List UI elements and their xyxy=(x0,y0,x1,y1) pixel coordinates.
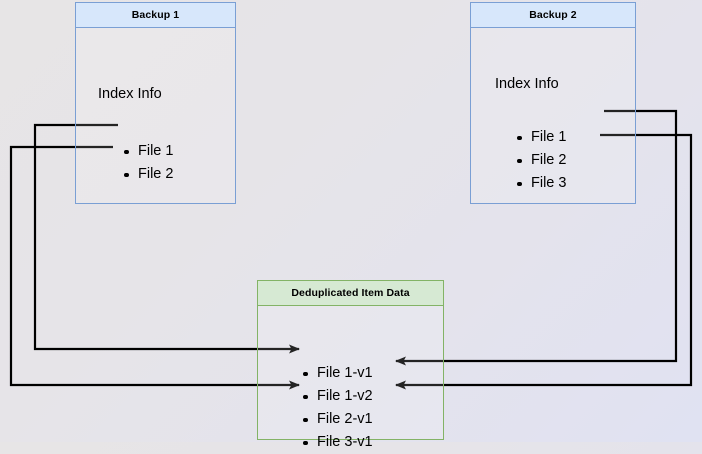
list-item: File 3-v1 xyxy=(303,431,373,454)
node-backup-1-title: Backup 1 xyxy=(76,3,235,28)
node-backup-2[interactable]: Backup 2 Index Info File 1 File 2 File 3 xyxy=(470,2,636,204)
list-item: File 2 xyxy=(517,149,566,172)
list-item: File 1-v2 xyxy=(303,385,373,408)
list-item: File 1-v1 xyxy=(303,362,373,385)
list-item: File 3 xyxy=(517,172,566,195)
file-list-deduplicated: File 1-v1 File 1-v2 File 2-v1 File 3-v1 xyxy=(303,362,373,454)
file-list-backup-2: File 1 File 2 File 3 xyxy=(517,126,566,195)
list-item: File 2 xyxy=(124,163,173,186)
node-deduplicated-item-data-title: Deduplicated Item Data xyxy=(258,281,443,306)
file-list-backup-1: File 1 File 2 xyxy=(124,140,173,186)
index-info-label-backup-1: Index Info xyxy=(98,85,162,102)
node-deduplicated-item-data[interactable]: Deduplicated Item Data File 1-v1 File 1-… xyxy=(257,280,444,450)
node-backup-1[interactable]: Backup 1 Index Info File 1 File 2 xyxy=(75,2,236,204)
list-item: File 2-v1 xyxy=(303,408,373,431)
list-item: File 1 xyxy=(124,140,173,163)
index-info-label-backup-2: Index Info xyxy=(495,75,559,92)
list-item: File 1 xyxy=(517,126,566,149)
node-backup-2-title: Backup 2 xyxy=(471,3,635,28)
diagram-canvas: Backup 1 Index Info File 1 File 2 Backup… xyxy=(9,2,693,450)
